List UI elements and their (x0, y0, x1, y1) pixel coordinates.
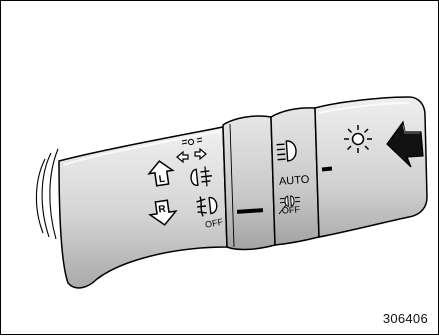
auto-headlight-label: AUTO (279, 174, 311, 188)
motion-lines (36, 149, 58, 239)
sun-light-icon (344, 125, 372, 153)
figure-reference-code: 306406 (383, 311, 428, 326)
rotary-off-label: OFF (282, 204, 301, 215)
